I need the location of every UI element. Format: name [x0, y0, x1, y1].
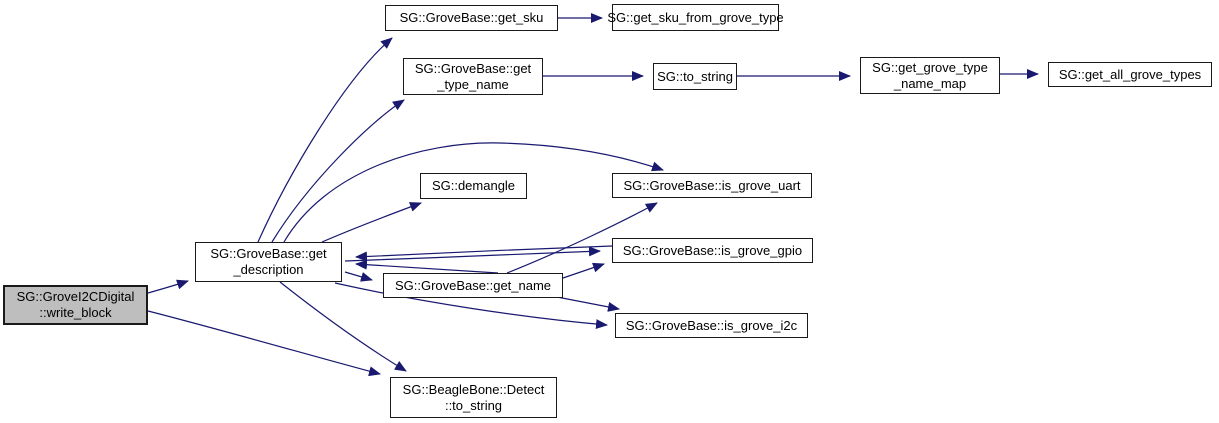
node-label-line: SG::get_grove_type: [872, 59, 988, 75]
edge-get_description-to-get_type_name: [271, 99, 405, 243]
edge-get_name-to-get_description: [355, 259, 499, 274]
node-label-line: ::write_block: [39, 305, 112, 320]
node-label-line: ::to_string: [444, 397, 503, 413]
edge-get_description-to-detect_to_string: [279, 281, 407, 372]
node-get_sku_from_grove_type[interactable]: SG::get_sku_from_grove_type: [607, 4, 784, 31]
node-demangle[interactable]: SG::demangle: [420, 173, 527, 199]
node-label-line: SG::GroveBase::get: [414, 60, 532, 76]
node-detect_to_string[interactable]: SG::BeagleBone::Detect::to_string: [390, 377, 557, 418]
edge-get_name-to-is_grove_uart: [506, 202, 658, 274]
edge-get_description-to-get_name: [344, 271, 373, 282]
edge-group: [147, 13, 1039, 377]
node-label-line: SG::to_string: [657, 68, 733, 84]
node-label-line: SG::BeagleBone::Detect: [402, 381, 545, 397]
node-label-line: SG::GroveBase::get_name: [394, 277, 552, 293]
edge-write_block-to-detect_to_string: [147, 310, 381, 377]
node-label-line: SG::GroveBase::is_grove_i2c: [625, 317, 798, 333]
node-get_type_name[interactable]: SG::GroveBase::get_type_name: [403, 58, 543, 95]
node-label-line: _type_name: [437, 76, 509, 92]
node-label-line: SG::GroveBase::is_grove_uart: [623, 177, 801, 193]
node-label-line: _name_map: [893, 75, 967, 91]
edge-get_description-to-is_grove_gpio: [344, 246, 601, 262]
node-label-line: SG::GroveBase::get_sku: [399, 10, 544, 25]
node-label-line: SG::demangle: [431, 178, 516, 193]
node-get_grove_type_name_map[interactable]: SG::get_grove_type_name_map: [860, 57, 1000, 94]
node-label-line: SG::GroveI2CDigital: [16, 289, 135, 304]
node-label-line: SG::GroveBase::is_grove_gpio: [622, 242, 803, 258]
edge-get_description-to-is_grove_i2c: [334, 282, 608, 330]
node-is_grove_i2c[interactable]: SG::GroveBase::is_grove_i2c: [615, 313, 808, 338]
edge-is_grove_gpio-to-get_description: [355, 245, 613, 262]
node-get_sku[interactable]: SG::GroveBase::get_sku: [385, 5, 558, 31]
node-is_grove_gpio[interactable]: SG::GroveBase::is_grove_gpio: [612, 238, 813, 263]
edge-get_description-to-is_grove_uart: [283, 142, 664, 243]
node-get_all_grove_types[interactable]: SG::get_all_grove_types: [1048, 62, 1212, 87]
node-to_string[interactable]: SG::to_string: [653, 63, 737, 90]
node-label-line: _description: [233, 262, 304, 277]
node-write_block[interactable]: SG::GroveI2CDigital::write_block: [3, 285, 148, 325]
node-get_description[interactable]: SG::GroveBase::get_description: [195, 242, 342, 282]
node-label-line: SG::get_sku_from_grove_type: [607, 9, 784, 25]
node-is_grove_uart[interactable]: SG::GroveBase::is_grove_uart: [612, 173, 812, 198]
node-label-line: SG::get_all_grove_types: [1058, 66, 1202, 82]
edge-get_name-to-is_grove_i2c: [556, 296, 620, 312]
edge-write_block-to-get_description: [147, 279, 189, 294]
node-get_name[interactable]: SG::GroveBase::get_name: [383, 273, 563, 298]
edge-get_name-to-is_grove_gpio: [562, 262, 605, 279]
node-label-line: SG::GroveBase::get: [210, 246, 327, 261]
edge-get_description-to-get_sku: [257, 37, 393, 243]
edge-get_description-to-demangle: [321, 202, 422, 243]
